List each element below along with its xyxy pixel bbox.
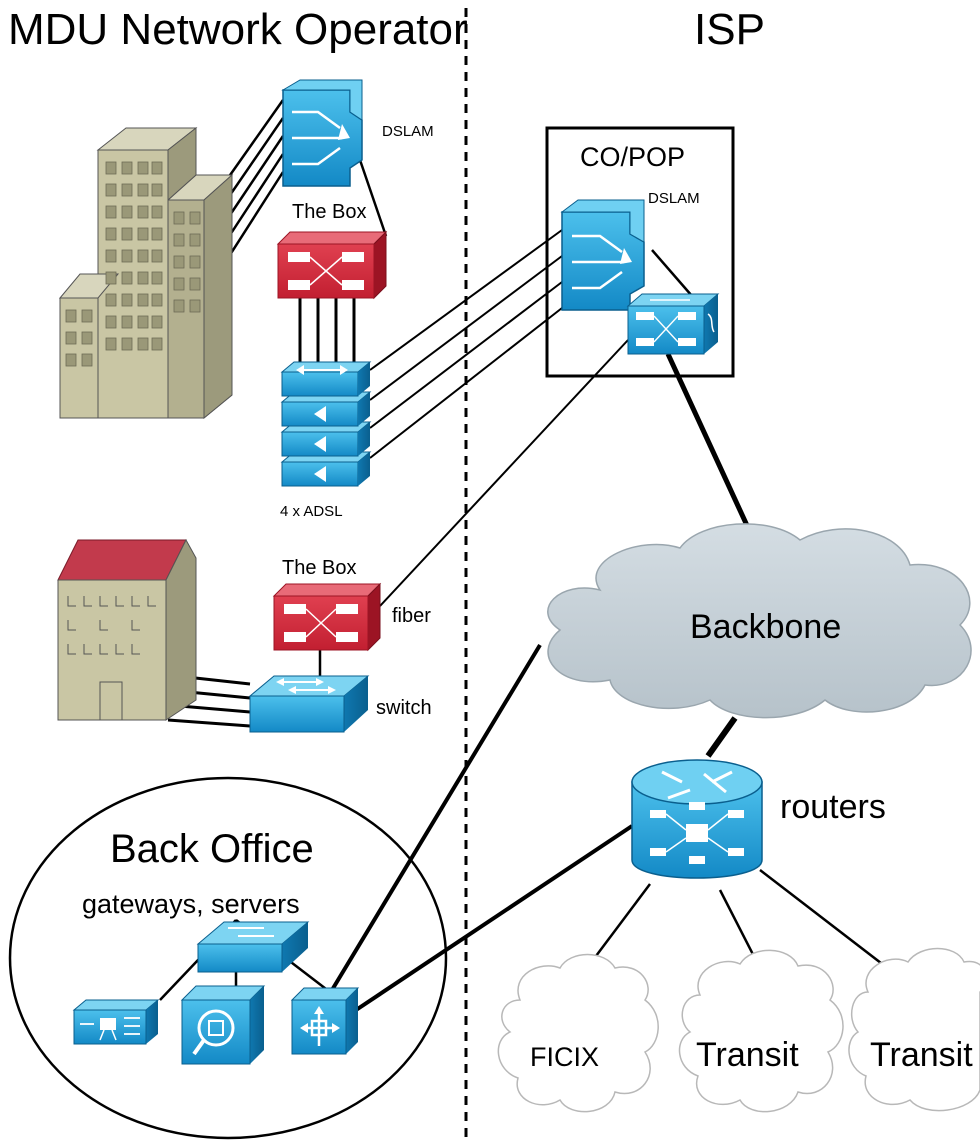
adsl-modem-4 [280,451,372,487]
ficix-label: FICIX [530,1042,599,1072]
link-building1-dslam-1 [226,99,285,179]
fiber-label: fiber [392,605,431,627]
video-gateway-icon [72,999,160,1045]
content-server-icon [180,985,266,1065]
link-co-backbone [665,352,753,534]
back-office-title: Back Office [110,827,314,871]
back-office-router-icon [290,987,360,1055]
mdu1-box-icon [276,230,388,300]
transit-cloud-1-icon [678,949,844,1113]
left-section-title: MDU Network Operator [8,5,468,54]
adsl-label: 4 x ADSL [280,503,343,520]
adsl-modem-stack-icon [280,361,372,487]
back-office-switch-icon [196,921,310,973]
backbone-cloud-icon [547,523,972,719]
mdu-dslam-label: DSLAM [382,123,434,140]
mdu2-switch-icon [248,675,370,733]
mdu-dslam-icon [281,79,363,187]
co-pop-frame [545,126,735,378]
building-tower-icon [58,126,234,420]
link-backbone-routers [705,716,738,758]
link-routers-backoffice [354,824,634,1012]
router-icon [631,759,763,879]
co-pop-title: CO/POP [580,142,685,172]
back-office-ellipse [8,776,448,1140]
switch-label: switch [376,697,432,719]
link-co-dslam-switch [651,249,693,297]
back-office-subtitle: gateways, servers [82,889,300,919]
transit-label-1: Transit [696,1036,799,1074]
link-dslam-box [358,159,388,237]
link-adsl-co-3 [369,281,563,429]
mdu1-box-label: The Box [292,201,366,223]
link-building1-dslam-4 [226,153,285,239]
transit-cloud-2-icon [848,947,980,1112]
building-house-icon [57,538,197,721]
right-section-title: ISP [694,5,765,54]
link-backbone-backoffice [330,643,542,992]
routers-label: routers [780,788,886,826]
mdu2-box-label: The Box [282,557,356,579]
co-dslam-icon [560,199,645,311]
adsl-modem-1 [280,361,372,397]
backbone-label: Backbone [690,608,841,646]
adsl-modem-2 [280,391,372,427]
link-routers-transit-2 [759,869,891,971]
transit-label-2: Transit [870,1036,973,1074]
link-building1-dslam-3 [226,135,285,219]
mdu2-box-icon [272,582,382,652]
link-building2-switch-4 [167,718,251,728]
link-building1-dslam-2 [226,117,285,199]
link-fiber-co [379,339,629,607]
link-building1-dslam-5 [226,171,285,259]
ficix-cloud-icon [497,953,659,1113]
adsl-modem-3 [280,421,372,457]
co-switch-icon [626,293,720,355]
co-pop-dslam-label: DSLAM [648,190,700,207]
